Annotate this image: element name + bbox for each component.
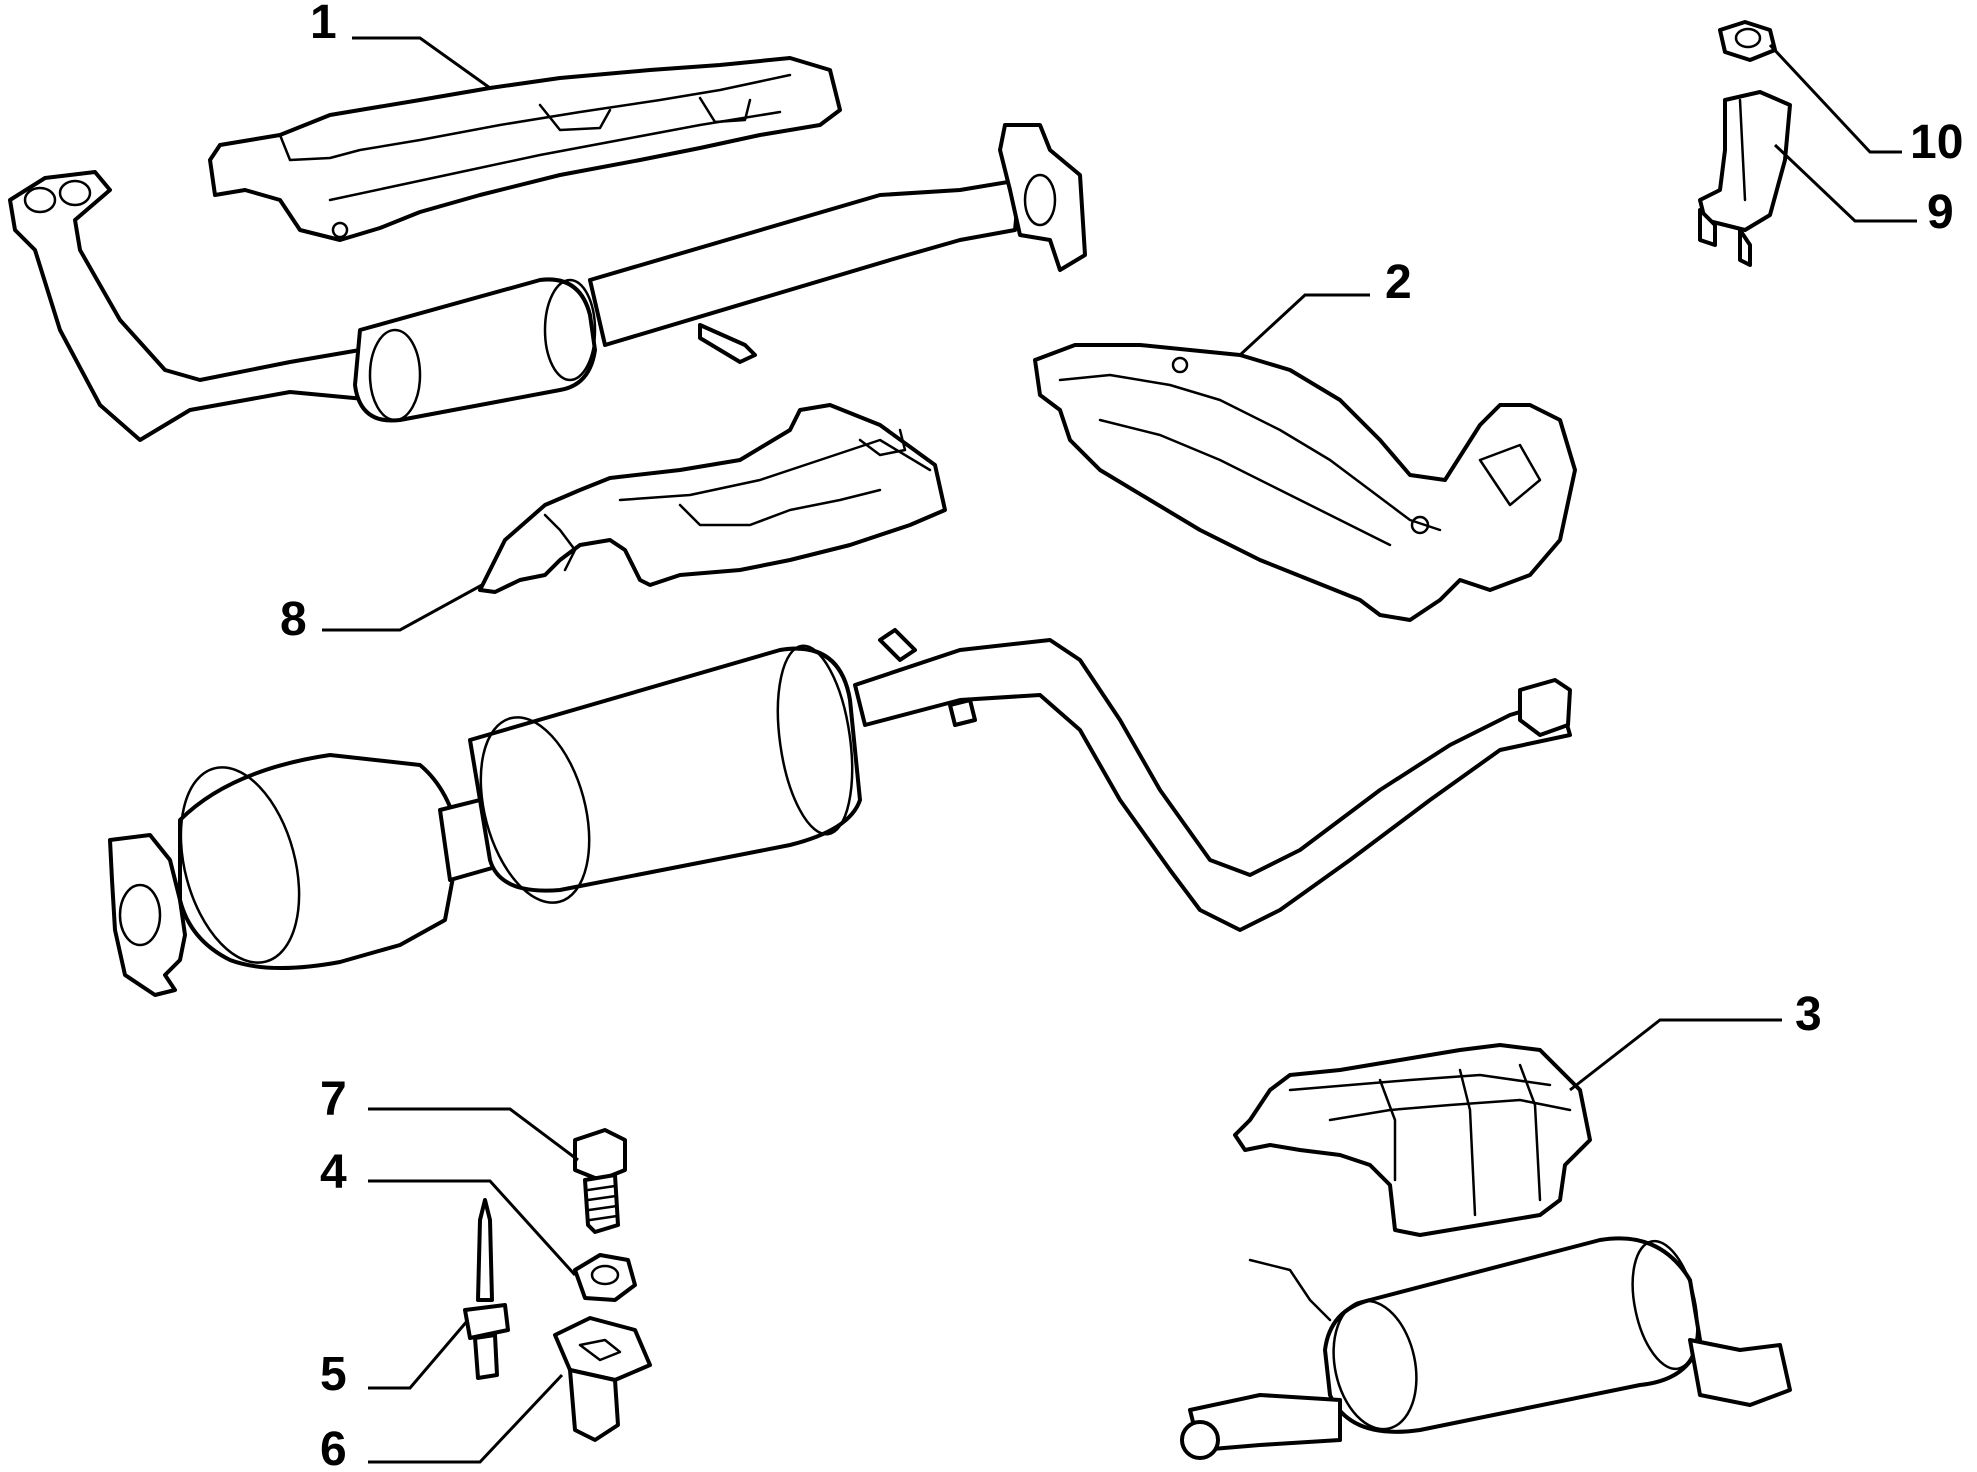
leader-lines bbox=[322, 36, 1917, 1464]
leader-1 bbox=[352, 36, 491, 90]
callout-7: 7 bbox=[320, 1073, 347, 1126]
part-2-heat-shield-right[interactable] bbox=[1033, 343, 1577, 622]
leader-10 bbox=[1768, 43, 1902, 154]
part-1-heat-shield-upper[interactable] bbox=[208, 56, 842, 242]
callout-2: 2 bbox=[1385, 256, 1412, 309]
callout-3: 3 bbox=[1795, 988, 1822, 1041]
leader-2 bbox=[1238, 293, 1370, 357]
leader-3 bbox=[1569, 1018, 1782, 1092]
part-4-nut[interactable] bbox=[573, 1253, 637, 1302]
part-6-rubber-mount[interactable] bbox=[553, 1316, 652, 1442]
part-10-nut[interactable] bbox=[1718, 20, 1777, 62]
leader-8 bbox=[322, 583, 483, 632]
leader-7 bbox=[368, 1107, 579, 1162]
callout-1: 1 bbox=[310, 0, 337, 49]
part-8-heat-shield-middle[interactable] bbox=[478, 403, 947, 594]
leader-6 bbox=[368, 1373, 564, 1464]
callout-8: 8 bbox=[280, 593, 307, 646]
rear-silencer[interactable] bbox=[1180, 1235, 1792, 1460]
callout-6: 6 bbox=[320, 1423, 347, 1472]
callouts: 1 2 3 4 5 6 7 8 9 10 bbox=[280, 0, 1963, 1472]
main-exhaust-assembly[interactable] bbox=[108, 628, 1572, 997]
callout-10: 10 bbox=[1910, 116, 1963, 169]
callout-5: 5 bbox=[320, 1348, 347, 1401]
callout-9: 9 bbox=[1927, 186, 1954, 239]
part-7-bolt[interactable] bbox=[573, 1128, 627, 1234]
part-3-heat-shield-rear[interactable] bbox=[1233, 1043, 1592, 1237]
front-exhaust-pipe[interactable] bbox=[8, 123, 1087, 442]
callout-4: 4 bbox=[320, 1146, 347, 1199]
leader-4 bbox=[368, 1179, 577, 1277]
leader-9 bbox=[1773, 143, 1917, 223]
leader-5 bbox=[368, 1319, 470, 1390]
part-9-bracket[interactable] bbox=[1698, 90, 1792, 267]
part-5-pin[interactable] bbox=[463, 1198, 510, 1380]
